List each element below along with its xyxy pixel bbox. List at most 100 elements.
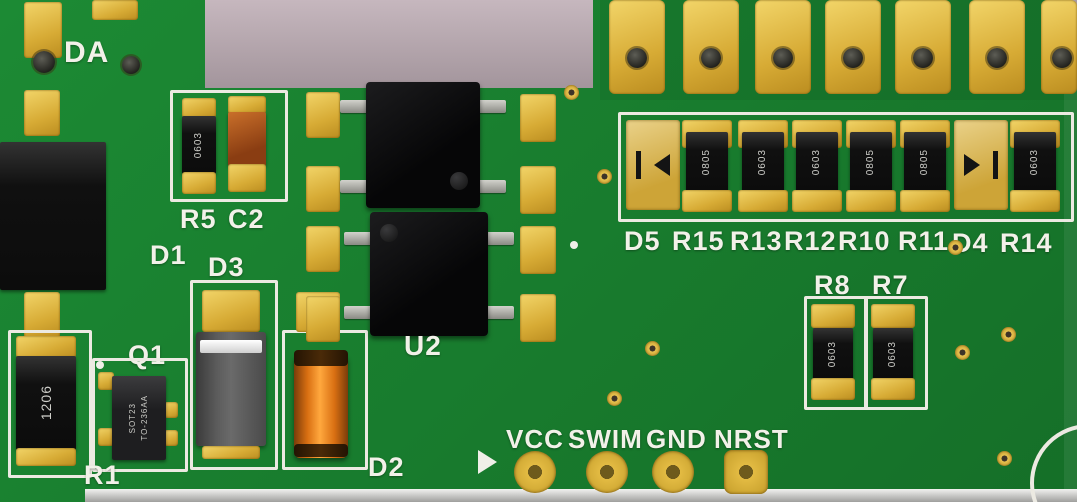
q1-package-marking: SOT23 <box>128 402 138 434</box>
silkscreen-label-d2: D2 <box>368 452 405 482</box>
component-d1-body[interactable] <box>0 142 106 290</box>
component-r12-body[interactable]: 0603 <box>796 132 838 192</box>
smd-pad <box>98 428 114 446</box>
silkscreen-label-r10: R10 <box>838 226 891 256</box>
drill-hole <box>701 48 721 68</box>
silkscreen-label-d1: D1 <box>150 240 187 270</box>
component-c2-body[interactable] <box>228 112 266 166</box>
silkscreen-label-r7: R7 <box>872 270 909 300</box>
component-pin <box>340 100 368 113</box>
silkscreen-arc <box>1030 424 1077 502</box>
smd-pad <box>520 94 556 142</box>
drill-hole <box>843 48 863 68</box>
smd-pad <box>182 98 216 118</box>
component-r8-body[interactable]: 0603 <box>813 328 853 380</box>
component-u2-lower-body[interactable] <box>370 212 488 336</box>
component-r10-body[interactable]: 0805 <box>850 132 892 192</box>
silkscreen-outline-d3 <box>190 280 278 470</box>
d5-anode-triangle <box>643 154 670 176</box>
via <box>948 240 963 255</box>
smd-pad <box>182 172 216 194</box>
component-r15-body[interactable]: 0805 <box>686 132 728 192</box>
pin1-arrow <box>478 450 509 474</box>
component-pin <box>478 180 506 193</box>
smd-pad <box>811 304 855 328</box>
silkscreen-outline-r5c2 <box>170 90 288 202</box>
pin1-dot <box>380 224 398 242</box>
silkscreen-label-r15: R15 <box>672 226 725 256</box>
d4-cathode-bar <box>993 151 998 179</box>
silkscreen-dot <box>570 241 578 249</box>
smd-pad <box>16 336 76 358</box>
silkscreen-label-r1: R1 <box>84 460 121 490</box>
r8-marking: 0603 <box>826 340 838 368</box>
smd-pad <box>520 166 556 214</box>
smd-pad <box>202 446 260 459</box>
pin1-dot <box>96 361 104 369</box>
drill-hole <box>773 48 793 68</box>
component-d3-body[interactable] <box>196 332 266 446</box>
component-r7-body[interactable]: 0603 <box>873 328 913 380</box>
silkscreen-label-vcc: VCC <box>506 424 564 454</box>
smd-pad <box>846 190 896 212</box>
r12-marking: 0603 <box>810 148 822 176</box>
component-pin <box>478 100 506 113</box>
smd-pad <box>24 90 60 136</box>
r1-marking: 1206 <box>37 385 54 421</box>
r15-marking: 0805 <box>700 148 712 176</box>
component-q1-body[interactable]: SOT23 TO-236AA <box>112 376 166 460</box>
via <box>1001 327 1016 342</box>
silkscreen-label-r8: R8 <box>814 270 851 300</box>
via <box>955 345 970 360</box>
pin1-dot <box>450 172 468 190</box>
through-hole-pad <box>969 0 1025 94</box>
r10-marking: 0805 <box>864 148 876 176</box>
through-hole-pad <box>609 0 665 94</box>
silkscreen-label-da: DA <box>64 36 110 69</box>
silkscreen-label-d5: D5 <box>624 226 661 256</box>
component-d4-body[interactable] <box>954 120 1008 210</box>
smd-pad <box>164 402 178 418</box>
r13-marking: 0603 <box>756 148 768 176</box>
drill-hole <box>627 48 647 68</box>
smd-pad <box>871 304 915 328</box>
header-pad-gnd <box>652 451 694 493</box>
header-pad-vcc <box>514 451 556 493</box>
drill-hole <box>122 56 140 74</box>
silkscreen-outline-r7 <box>864 296 928 410</box>
drill-hole <box>33 51 55 73</box>
header-pad-swim <box>586 451 628 493</box>
smd-pad <box>306 226 340 272</box>
via <box>564 85 579 100</box>
drill-hole <box>913 48 933 68</box>
r7-marking: 0603 <box>886 340 898 368</box>
component-r1-body[interactable]: 1206 <box>16 356 76 450</box>
drill-hole <box>1052 48 1072 68</box>
component-d2-body[interactable] <box>294 354 348 458</box>
component-r13-body[interactable]: 0603 <box>742 132 784 192</box>
component-r11-body[interactable]: 0805 <box>904 132 946 192</box>
smd-pad <box>900 190 950 212</box>
component-r14-body[interactable]: 0603 <box>1014 132 1056 192</box>
board-bottom-edge <box>85 489 1077 502</box>
smd-pad <box>738 190 788 212</box>
component-d5-body[interactable] <box>626 120 680 210</box>
component-pin <box>344 232 372 245</box>
component-pin <box>344 306 372 319</box>
smd-pad <box>306 296 340 342</box>
component-u2-upper-body[interactable] <box>366 82 480 208</box>
silkscreen-outline-q1 <box>92 358 188 472</box>
through-hole-pad <box>683 0 739 94</box>
smd-pad <box>682 190 732 212</box>
component-r5-body[interactable]: 0603 <box>182 116 216 174</box>
smd-pad <box>792 190 842 212</box>
r11-marking: 0805 <box>918 148 930 176</box>
smd-pad <box>228 96 266 114</box>
silkscreen-outline-row <box>618 112 1074 222</box>
silkscreen-label-u2: U2 <box>404 330 442 361</box>
r5-marking: 0603 <box>192 131 204 159</box>
smd-pad <box>520 226 556 274</box>
smd-pad <box>811 378 855 400</box>
silkscreen-label-r13: R13 <box>730 226 783 256</box>
